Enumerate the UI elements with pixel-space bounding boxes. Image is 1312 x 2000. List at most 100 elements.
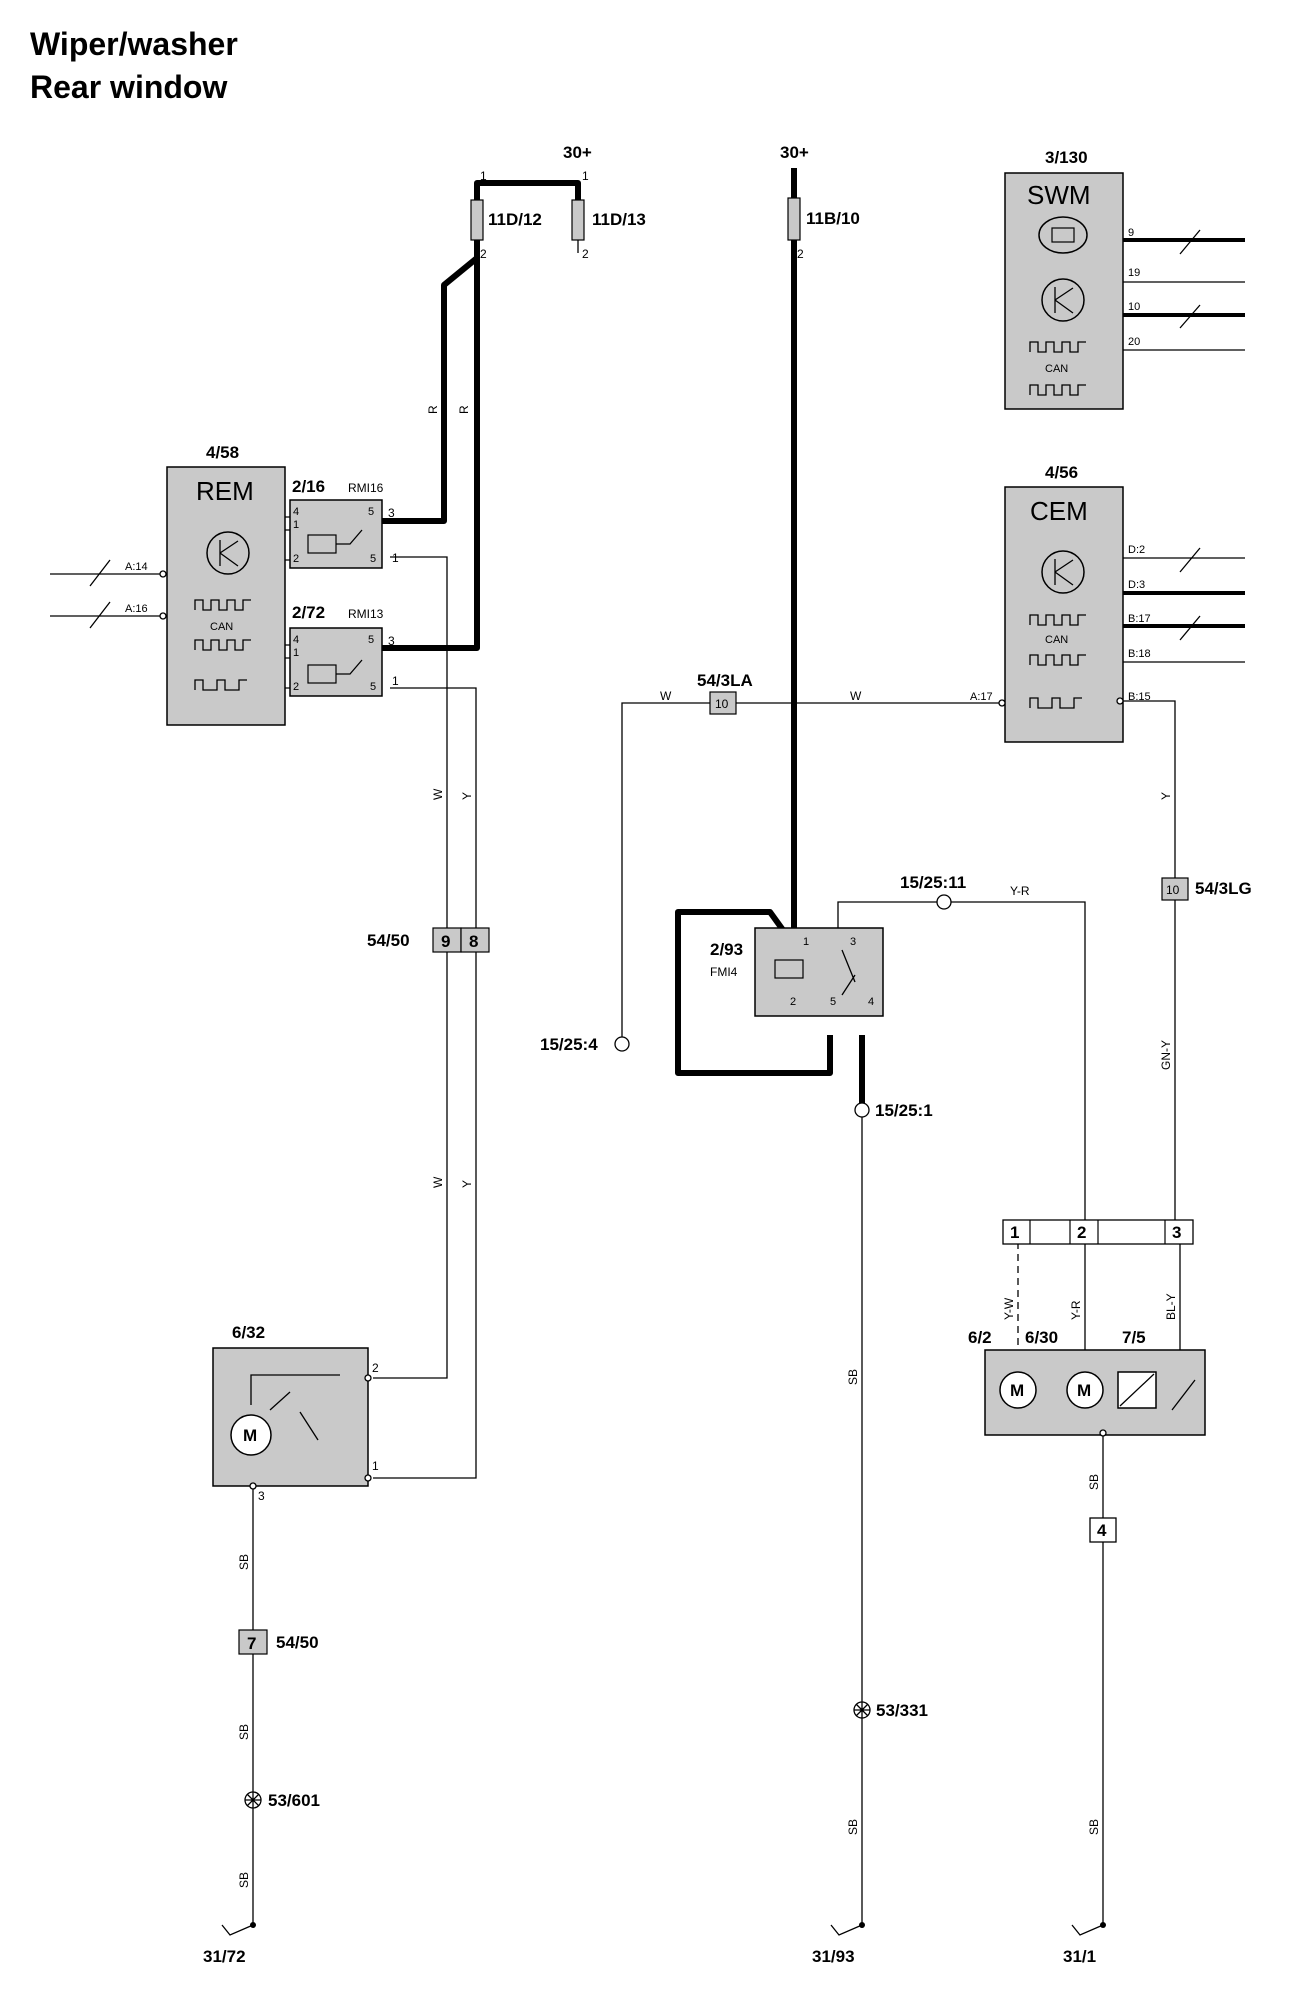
splice-15-25-11: 15/25:11 xyxy=(900,873,966,910)
can-wave-icon xyxy=(1029,341,1086,353)
svg-text:3: 3 xyxy=(258,1489,265,1503)
connector-54-3lg-label: 54/3LG xyxy=(1195,879,1252,898)
relay-2-16-name: RMI16 xyxy=(348,481,384,495)
svg-text:2: 2 xyxy=(1077,1223,1086,1242)
wire-label-sb4: SB xyxy=(1087,1474,1101,1490)
ground-31-1: 31/1 xyxy=(1063,1922,1106,1966)
component-6-32-id: 6/32 xyxy=(232,1323,265,1342)
wiper-icon xyxy=(1038,216,1088,254)
relay-2-72-id: 2/72 xyxy=(292,603,325,622)
splice-15-25-4: 15/25:4 xyxy=(540,1035,630,1054)
svg-text:31/93: 31/93 xyxy=(812,1947,855,1966)
connector-54-50-b-label: 54/50 xyxy=(276,1633,319,1652)
wire-label-w2: W xyxy=(431,1176,445,1188)
can-wave-icon xyxy=(194,599,251,611)
diagram-subtitle: Rear window xyxy=(30,69,227,105)
svg-text:1: 1 xyxy=(392,551,399,565)
svg-text:3: 3 xyxy=(388,506,395,520)
wire-label-sb7: SB xyxy=(846,1819,860,1835)
svg-text:9: 9 xyxy=(441,932,450,951)
relay-2-16-id: 2/16 xyxy=(292,477,325,496)
swm-name: SWM xyxy=(1027,180,1091,210)
svg-text:B:17: B:17 xyxy=(1128,613,1151,625)
ground-53-601: 53/601 xyxy=(244,1791,320,1810)
relay-2-93: 2/93 FMI4 1 3 2 5 4 xyxy=(710,927,884,1017)
ground-31-93: 31/93 xyxy=(812,1922,865,1966)
component-6-32: 6/32 M 2 1 3 xyxy=(212,1323,379,1503)
svg-text:2: 2 xyxy=(797,247,804,261)
svg-text:2: 2 xyxy=(582,247,589,261)
connector-54-3la-label: 54/3LA xyxy=(697,671,753,690)
svg-text:D:3: D:3 xyxy=(1128,579,1145,591)
svg-text:4: 4 xyxy=(1097,1521,1107,1540)
fuse-11b10: 2 11B/10 xyxy=(787,197,860,261)
svg-text:31/1: 31/1 xyxy=(1063,1947,1096,1966)
svg-text:53/331: 53/331 xyxy=(876,1701,928,1720)
wire-label-sb3: SB xyxy=(237,1872,251,1888)
diagram-title: Wiper/washer xyxy=(30,26,238,62)
svg-text:A:17: A:17 xyxy=(970,691,993,703)
svg-text:4: 4 xyxy=(293,506,299,518)
wire-label-r2: R xyxy=(457,405,471,414)
svg-text:10: 10 xyxy=(1128,301,1140,313)
connector-strip: 1 2 3 xyxy=(1002,1219,1194,1245)
svg-text:15/25:1: 15/25:1 xyxy=(875,1101,933,1120)
supply-30-left: 30+ xyxy=(563,143,592,162)
svg-text:B:18: B:18 xyxy=(1128,648,1151,660)
svg-text:CAN: CAN xyxy=(1045,634,1068,646)
svg-text:10: 10 xyxy=(1166,883,1180,897)
transistor-icon xyxy=(1041,550,1085,594)
svg-text:20: 20 xyxy=(1128,336,1140,348)
connector-pin-4: 4 xyxy=(1089,1517,1117,1543)
connector-54-3la: 54/3LA 10 xyxy=(697,671,753,715)
svg-text:15/25:11: 15/25:11 xyxy=(900,873,966,892)
rem-pin-a16: A:16 xyxy=(125,603,148,615)
svg-text:2: 2 xyxy=(372,1361,379,1375)
svg-text:2: 2 xyxy=(293,681,299,693)
component-6-2-id: 6/2 xyxy=(968,1328,992,1347)
svg-text:10: 10 xyxy=(715,697,729,711)
wire-label-r1: R xyxy=(426,405,440,414)
wire-label-w4: W xyxy=(850,689,862,703)
component-7-5-id: 7/5 xyxy=(1122,1328,1146,1347)
relay-2-16: 2/16 RMI16 4 1 2 5 5 3 1 xyxy=(289,477,399,569)
wire-label-w3: W xyxy=(660,689,672,703)
fuse-11d13-label: 11D/13 xyxy=(592,210,646,229)
svg-text:9: 9 xyxy=(1128,227,1134,239)
svg-text:2: 2 xyxy=(293,553,299,565)
ground-53-331: 53/331 xyxy=(853,1701,928,1720)
motor-icon xyxy=(999,1371,1037,1409)
fuse-11d12: 1 2 11D/12 xyxy=(470,169,542,261)
svg-text:M: M xyxy=(1077,1381,1091,1400)
connector-54-3lg: 10 54/3LG xyxy=(1161,877,1252,901)
svg-text:2: 2 xyxy=(790,996,796,1008)
rem-id: 4/58 xyxy=(206,443,239,462)
svg-text:M: M xyxy=(243,1426,257,1445)
power-wires xyxy=(381,168,865,1110)
signal-wires xyxy=(50,229,1245,1928)
swm-id: 3/130 xyxy=(1045,148,1088,167)
cem-id: 4/56 xyxy=(1045,463,1078,482)
svg-text:1: 1 xyxy=(803,936,809,948)
relay-2-93-name: FMI4 xyxy=(710,965,738,979)
svg-text:3: 3 xyxy=(388,634,395,648)
svg-text:4: 4 xyxy=(868,996,874,1008)
component-6-30-id: 6/30 xyxy=(1025,1328,1058,1347)
svg-text:1: 1 xyxy=(293,519,299,531)
relay-2-93-id: 2/93 xyxy=(710,940,743,959)
svg-text:5: 5 xyxy=(370,553,376,565)
svg-text:1: 1 xyxy=(480,169,487,183)
svg-text:53/601: 53/601 xyxy=(268,1791,320,1810)
motor-icon xyxy=(230,1414,272,1456)
svg-text:5: 5 xyxy=(368,506,374,518)
fuse-11b10-label: 11B/10 xyxy=(806,209,860,228)
connector-54-50-b: 7 54/50 xyxy=(238,1629,319,1655)
svg-text:8: 8 xyxy=(469,932,478,951)
svg-text:4: 4 xyxy=(293,634,299,646)
wire-label-gny: GN-Y xyxy=(1159,1040,1173,1070)
wire-label-y1: Y xyxy=(460,792,474,800)
wire-label-sb5: SB xyxy=(1087,1819,1101,1835)
wire-label-sb6: SB xyxy=(846,1369,860,1385)
cem-name: CEM xyxy=(1030,496,1088,526)
